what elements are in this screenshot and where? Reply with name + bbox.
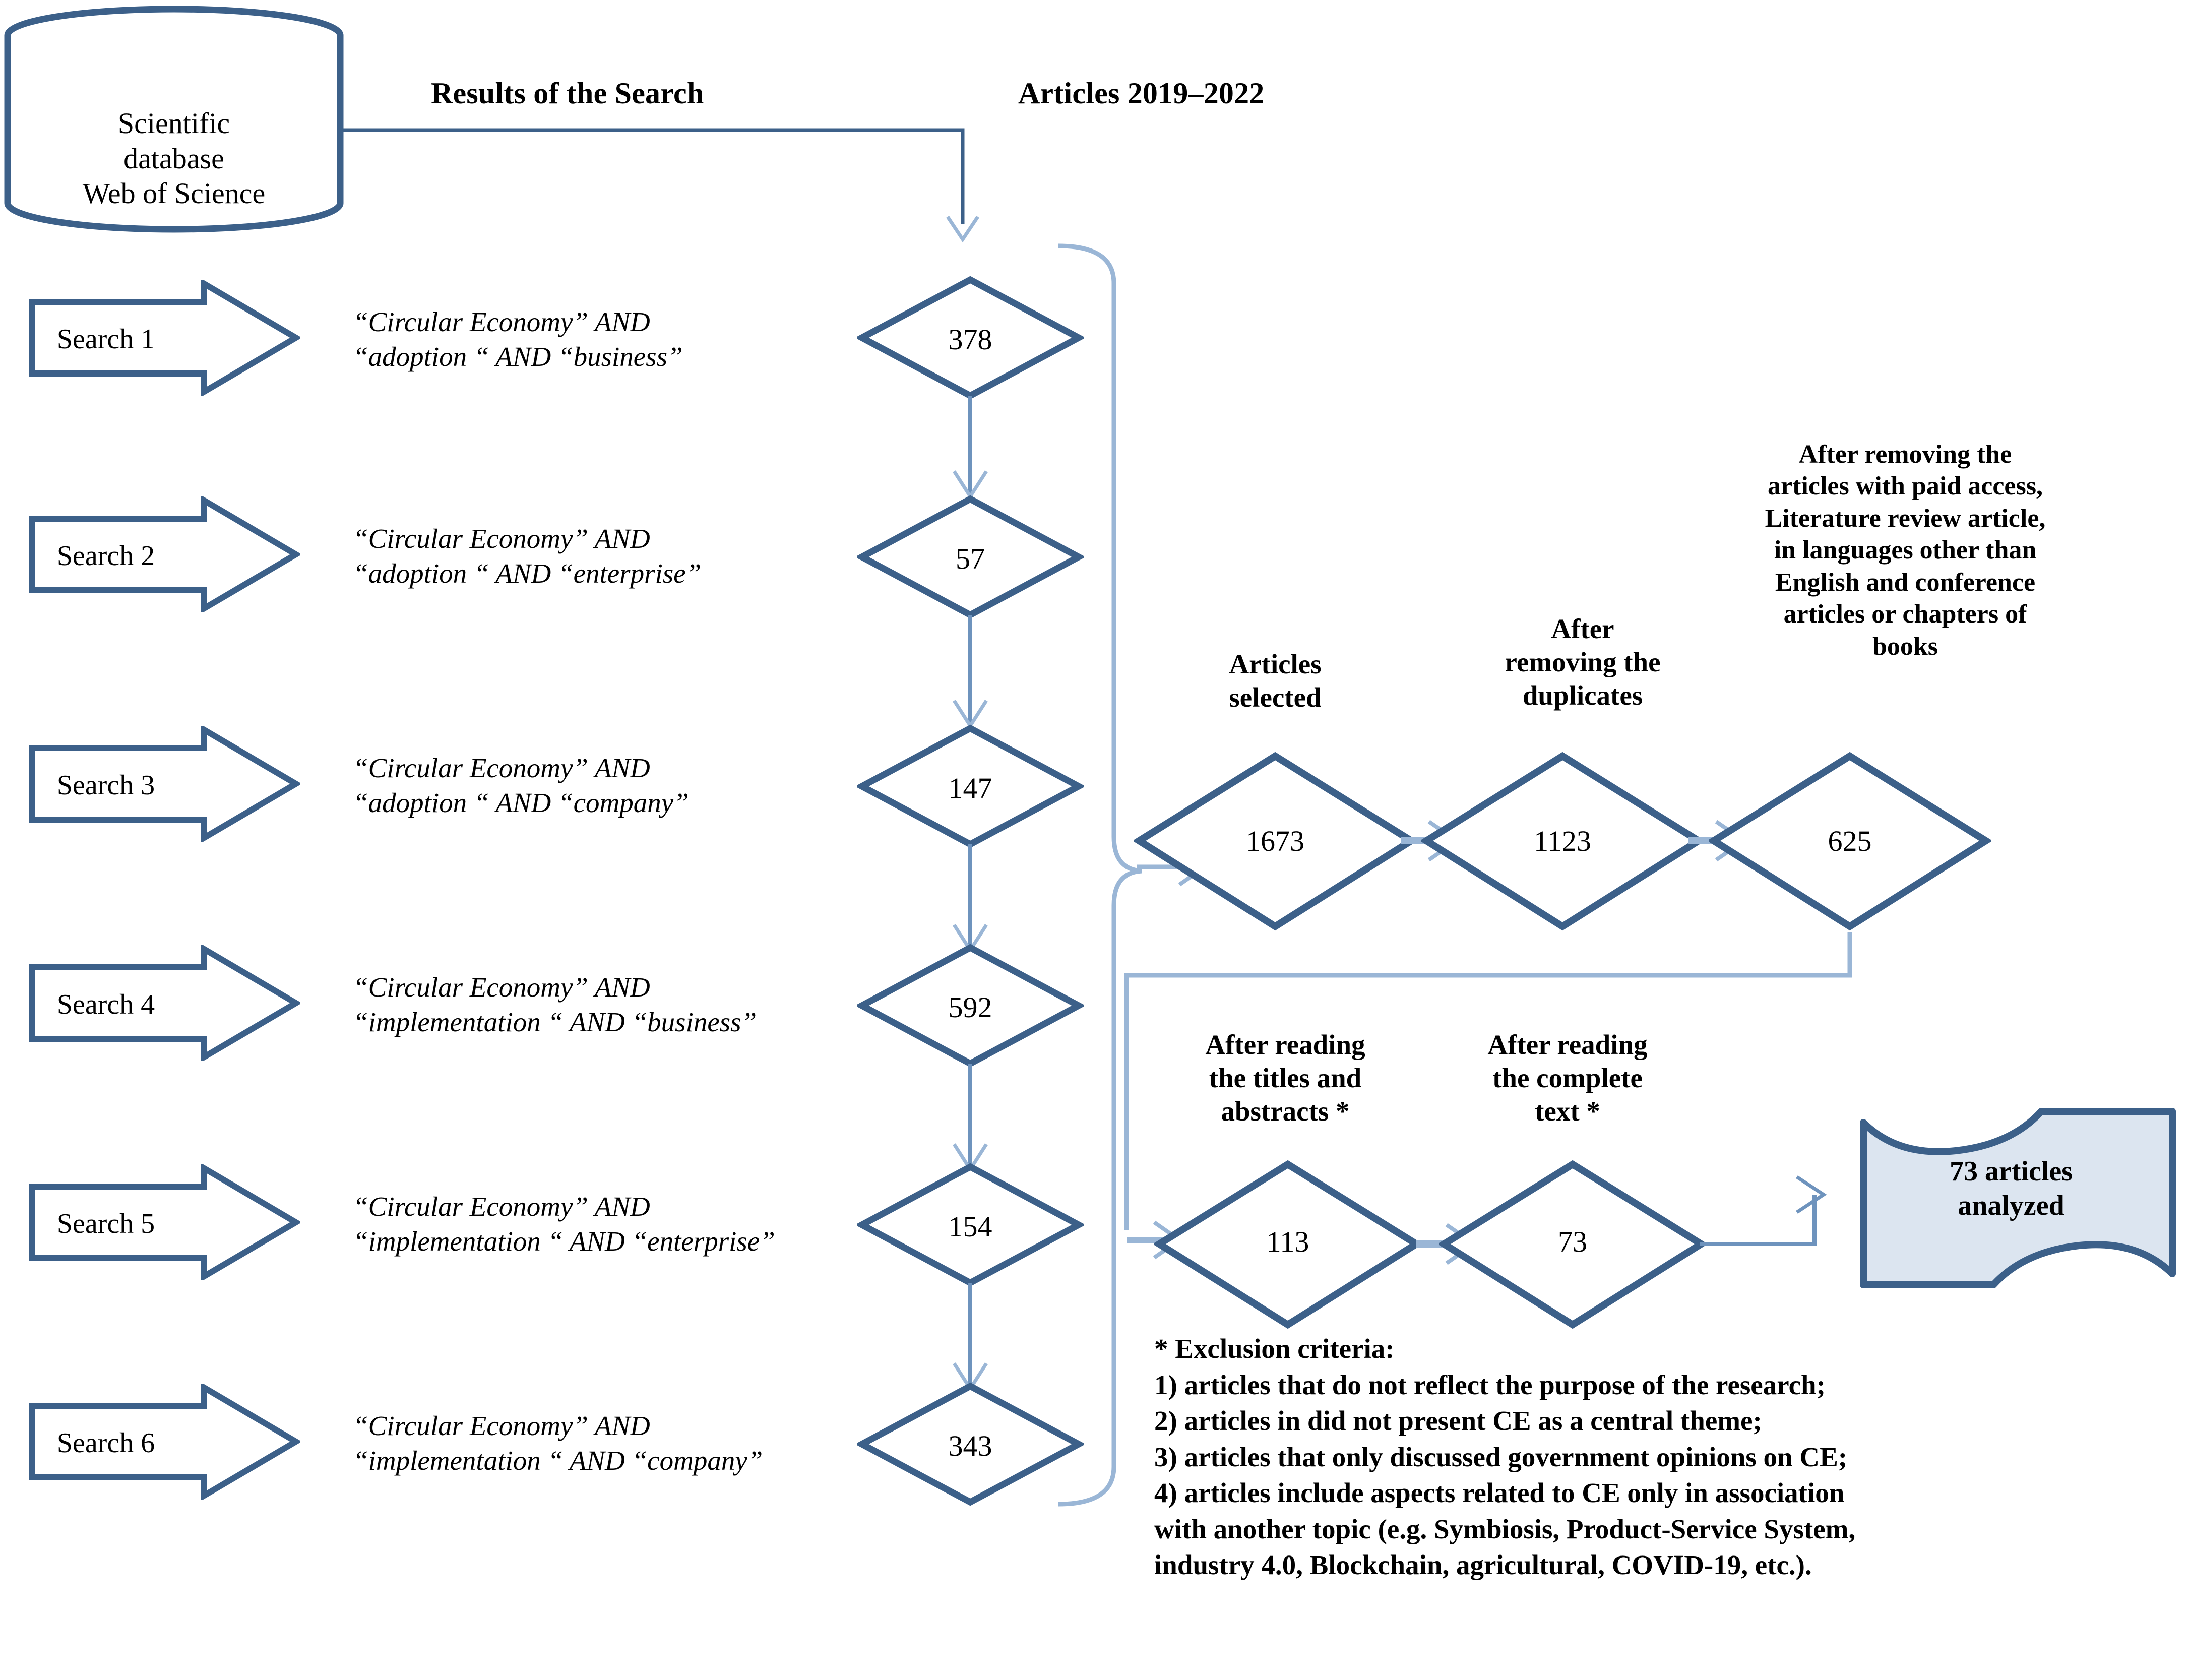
- row1-to-row2-connector: [1124, 932, 1852, 1230]
- exclusion-criteria-item: 1) articles that do not reflect the purp…: [1154, 1369, 1826, 1400]
- database-label: Scientific database Web of Science: [5, 106, 343, 211]
- label-line: Literature review article,: [1765, 504, 2046, 533]
- diamond-connector-5-6: [953, 1283, 988, 1391]
- label-line: the complete: [1492, 1063, 1643, 1093]
- search-query-4-line2: “implementation “ AND “business”: [353, 1006, 757, 1037]
- label-line: articles or chapters of: [1783, 600, 2027, 629]
- search-arrow-5[interactable]: [28, 1164, 300, 1280]
- screening-diamond-paid-access: [1709, 752, 1991, 931]
- label-line: the titles and: [1209, 1063, 1362, 1093]
- result-count-4: 592: [948, 991, 992, 1024]
- screening-label-after-removing-paid: After removing the articles with paid ac…: [1704, 439, 2107, 662]
- db-to-first-diamond-connector: [338, 128, 979, 243]
- search-query-3-line1: “Circular Economy” AND: [353, 753, 650, 783]
- exclusion-criteria-item: 3) articles that only discussed governme…: [1154, 1441, 1848, 1472]
- search-label-1: Search 1: [56, 324, 155, 355]
- search-label-2: Search 2: [56, 540, 155, 572]
- screening-count-complete-text: 73: [1558, 1225, 1587, 1258]
- search-query-6-line2: “implementation “ AND “company”: [353, 1445, 763, 1476]
- label-line: removing the: [1505, 647, 1661, 677]
- screening-label-articles-selected: Articles selected: [1162, 648, 1389, 714]
- header-results-of-search: Results of the Search: [431, 77, 704, 110]
- database-label-line1: Scientific: [117, 107, 230, 140]
- search-arrow-2[interactable]: [28, 496, 300, 612]
- exclusion-criteria-title: * Exclusion criteria:: [1154, 1333, 1395, 1364]
- exclusion-criteria-item: 2) articles in did not present CE as a c…: [1154, 1405, 1762, 1436]
- exclusion-criteria-block: * Exclusion criteria: 1) articles that d…: [1154, 1331, 2187, 1583]
- diamond-connector-1-2: [953, 396, 988, 499]
- screening-count-duplicates: 1123: [1534, 825, 1591, 857]
- screening-label-after-reading-titles: After reading the titles and abstracts *: [1159, 1028, 1411, 1128]
- search-arrow-1[interactable]: [28, 280, 300, 396]
- label-line: selected: [1229, 682, 1322, 713]
- search-query-5-line1: “Circular Economy” AND: [353, 1191, 650, 1222]
- label-line: English and conference: [1775, 568, 2036, 597]
- search-label-4: Search 4: [56, 989, 155, 1020]
- database-label-line3: Web of Science: [82, 177, 266, 210]
- search-label-3: Search 3: [56, 770, 155, 801]
- search-query-2: “Circular Economy” AND “adoption “ AND “…: [353, 522, 862, 591]
- screening-count-titles-abstracts: 113: [1266, 1225, 1309, 1258]
- search-query-4: “Circular Economy” AND “implementation “…: [353, 970, 897, 1040]
- search-query-5-line2: “implementation “ AND “enterprise”: [353, 1225, 775, 1257]
- search-query-2-line2: “adoption “ AND “enterprise”: [353, 557, 702, 589]
- exclusion-criteria-item: industry 4.0, Blockchain, agricultural, …: [1154, 1549, 1812, 1580]
- search-arrow-4[interactable]: [28, 945, 300, 1061]
- result-diamond-6: [857, 1382, 1084, 1506]
- search-arrow-3[interactable]: [28, 726, 300, 842]
- search-query-5: “Circular Economy” AND “implementation “…: [353, 1190, 897, 1259]
- label-line: duplicates: [1522, 680, 1643, 711]
- search-query-1: “Circular Economy” AND “adoption “ AND “…: [353, 305, 862, 375]
- screening-diamond-selected: [1134, 752, 1416, 931]
- label-line: After reading: [1205, 1029, 1365, 1060]
- screening-label-after-removing-duplicates: After removing the duplicates: [1452, 612, 1714, 712]
- search-query-2-line1: “Circular Economy” AND: [353, 523, 650, 554]
- diamond-connector-3-4: [953, 844, 988, 953]
- label-line: After removing the: [1798, 440, 2012, 469]
- screening-diamond-complete-text: [1439, 1160, 1706, 1329]
- final-banner-line2: analyzed: [1958, 1190, 2064, 1222]
- database-cylinder-icon: [4, 6, 344, 233]
- result-count-3: 147: [948, 772, 992, 804]
- final-banner-line1: 73 articles: [1949, 1156, 2073, 1187]
- search-query-1-line1: “Circular Economy” AND: [353, 306, 650, 337]
- result-count-6: 343: [948, 1429, 992, 1462]
- final-banner-text: 73 articles analyzed: [1860, 1154, 2162, 1223]
- result-count-5: 154: [948, 1210, 992, 1243]
- result-count-1: 378: [948, 323, 992, 356]
- final-result-banner: [1860, 1108, 2176, 1288]
- diamond-connector-2-3: [953, 615, 988, 728]
- search-label-6: Search 6: [56, 1427, 155, 1459]
- label-line: articles with paid access,: [1768, 472, 2043, 501]
- label-line: books: [1872, 632, 1938, 661]
- header-articles-years: Articles 2019–2022: [1018, 77, 1265, 110]
- search-arrow-6[interactable]: [28, 1384, 300, 1500]
- search-query-6: “Circular Economy” AND “implementation “…: [353, 1409, 897, 1478]
- search-query-3: “Circular Economy” AND “adoption “ AND “…: [353, 751, 862, 821]
- search-query-3-line2: “adoption “ AND “company”: [353, 787, 689, 818]
- search-query-6-line1: “Circular Economy” AND: [353, 1410, 650, 1441]
- screening-count-selected: 1673: [1246, 825, 1304, 857]
- label-line: Articles: [1229, 649, 1322, 679]
- label-line: text *: [1535, 1096, 1600, 1127]
- search-query-1-line2: “adoption “ AND “business”: [353, 341, 683, 372]
- search-label-5: Search 5: [56, 1208, 155, 1239]
- exclusion-criteria-item: with another topic (e.g. Symbiosis, Prod…: [1154, 1513, 1856, 1544]
- screening-label-after-reading-complete: After reading the complete text *: [1442, 1028, 1694, 1128]
- screening-diamond-titles-abstracts: [1154, 1160, 1421, 1329]
- screening-diamond-duplicates: [1421, 752, 1704, 931]
- label-line: After reading: [1487, 1029, 1648, 1060]
- label-line: After: [1551, 613, 1614, 644]
- exclusion-criteria-item: 4) articles include aspects related to C…: [1154, 1477, 1845, 1508]
- aggregate-brace: [1058, 243, 1142, 1507]
- database-label-line2: database: [123, 142, 224, 175]
- connector-to-final-banner: [1700, 1175, 1827, 1246]
- diamond-connector-4-5: [953, 1064, 988, 1172]
- result-count-2: 57: [956, 542, 985, 575]
- search-query-4-line1: “Circular Economy” AND: [353, 972, 650, 1003]
- label-line: in languages other than: [1774, 536, 2037, 565]
- label-line: abstracts *: [1221, 1096, 1350, 1127]
- screening-count-paid-access: 625: [1828, 825, 1872, 857]
